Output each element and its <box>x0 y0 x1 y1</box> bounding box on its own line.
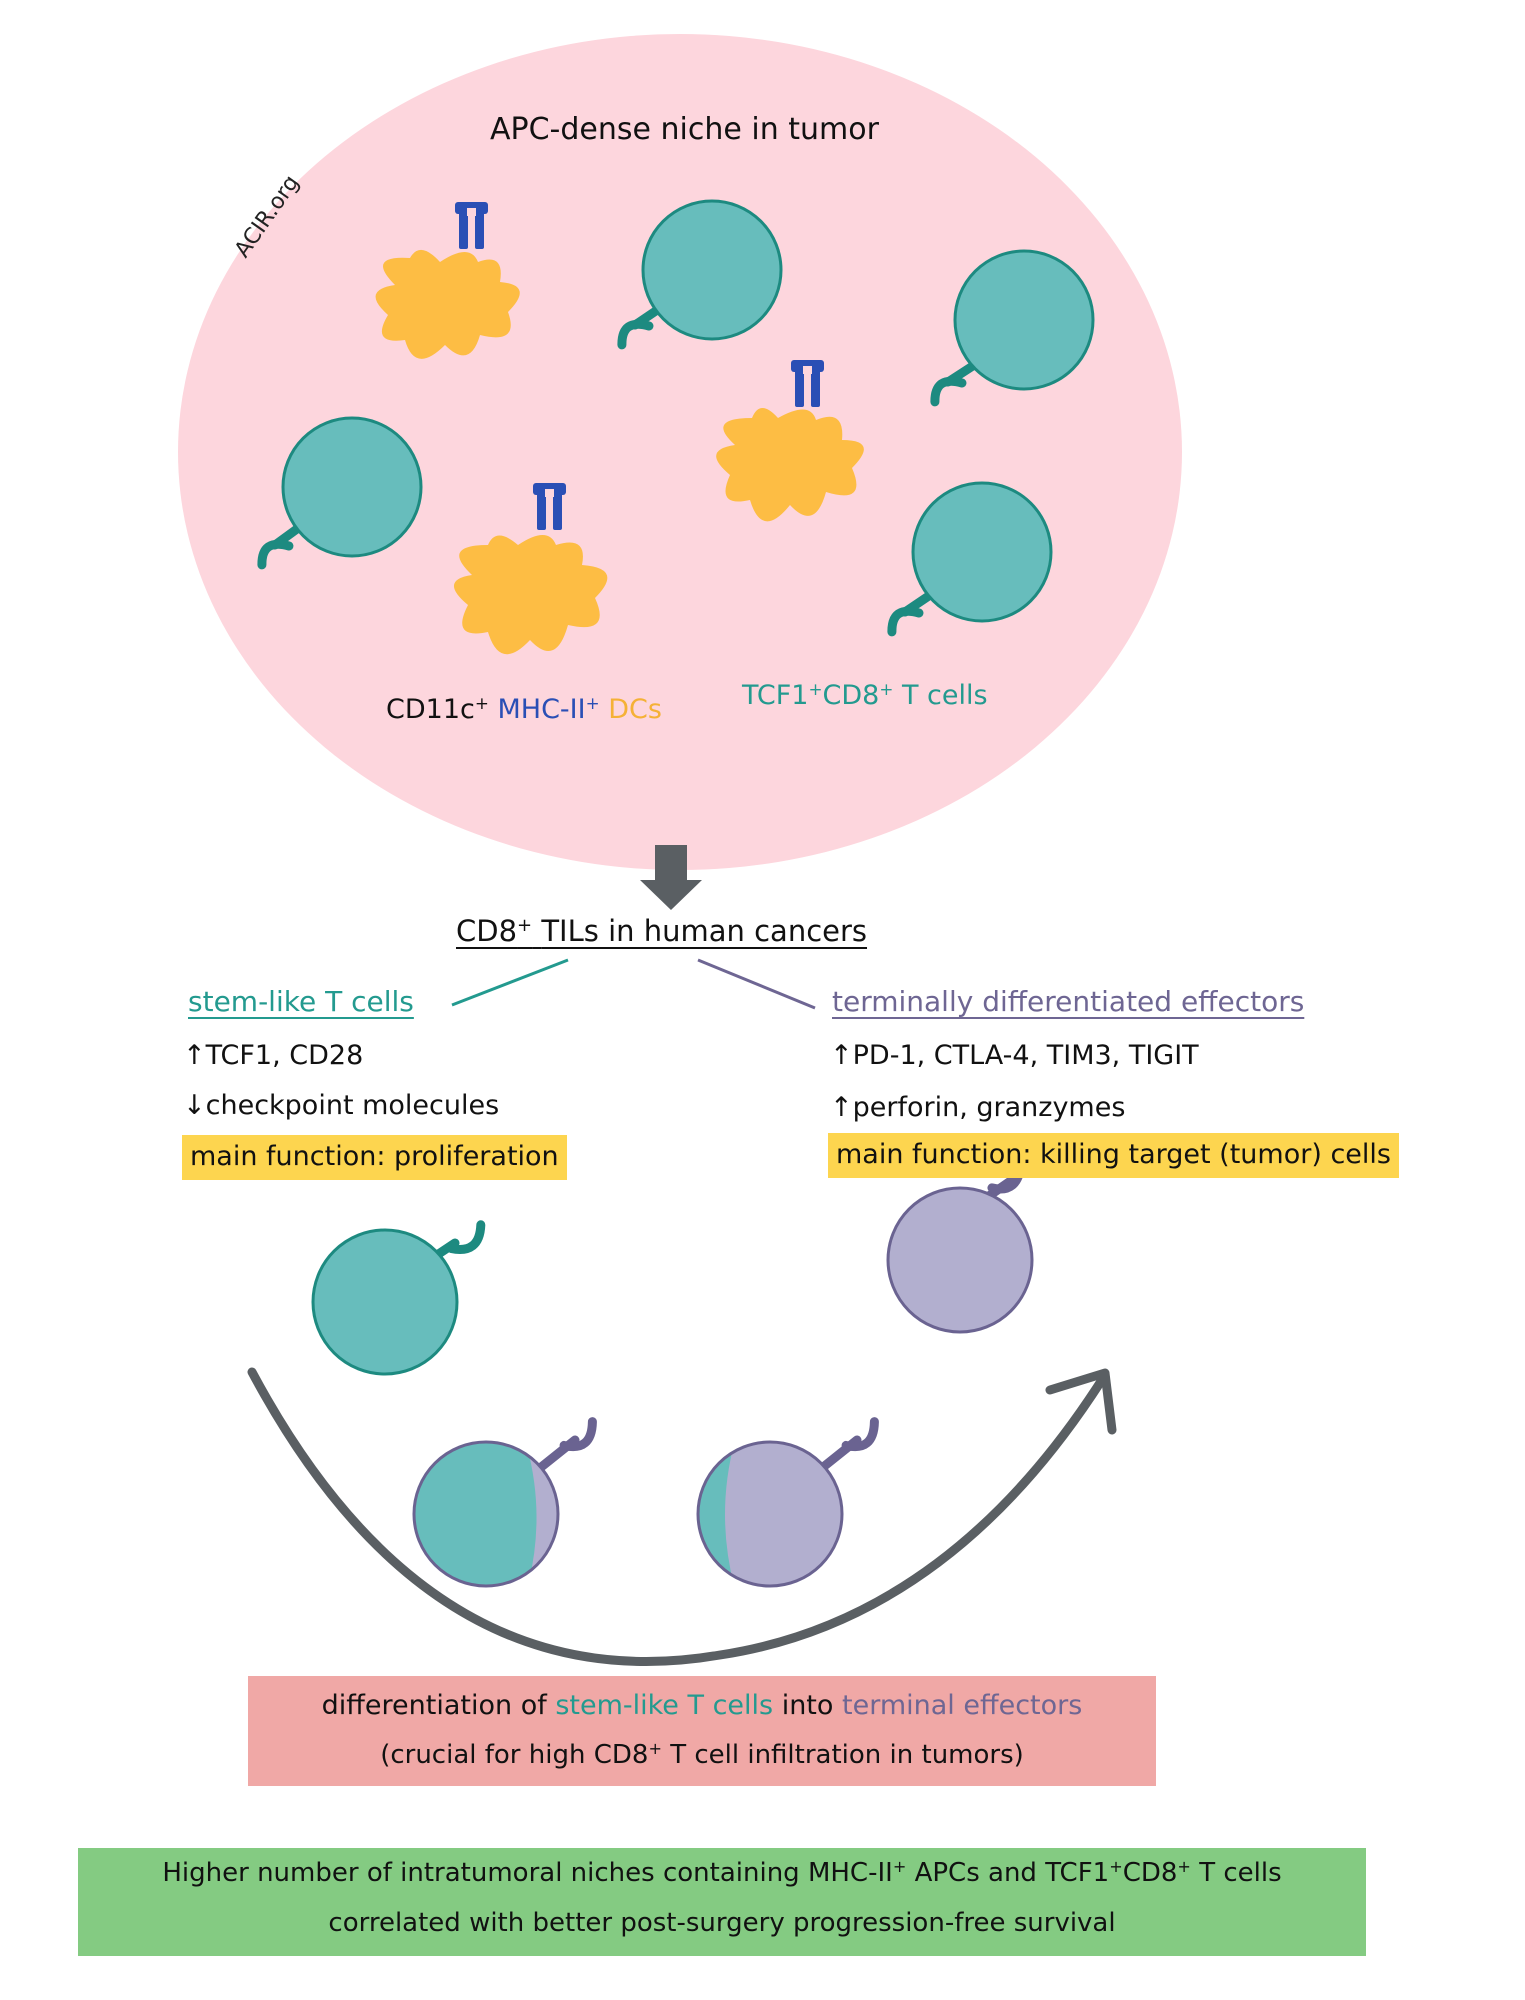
conclusion-text-c: CD8 <box>1122 1858 1178 1888</box>
differentiation-line-1: differentiation of stem-like T cells int… <box>248 1690 1156 1721</box>
conclusion-box-bg <box>78 1848 1366 1956</box>
dc-label-dcs: DCs <box>608 694 662 725</box>
tils-title-rest: TILs in human cancers <box>541 914 868 948</box>
transitioning-t-cell <box>412 1417 597 1588</box>
down-arrow-icon <box>640 845 702 910</box>
tumor-niche <box>178 34 1182 870</box>
conclusion-text-b: APCs and TCF1 <box>914 1858 1110 1888</box>
tcell-label-tcf1: TCF1 <box>742 680 809 711</box>
dendritic-cell <box>716 360 864 522</box>
branch-line-effector <box>697 958 816 1010</box>
diff-text-stem: stem-like T cells <box>555 1690 774 1721</box>
sup: + <box>648 1739 662 1759</box>
dendritic-cell <box>453 483 608 655</box>
dc-label-cd11c: CD11c <box>386 694 475 725</box>
sup: + <box>892 1857 907 1877</box>
t-cell <box>257 416 423 570</box>
stem-line-2: ↓checkpoint molecules <box>183 1090 500 1121</box>
tils-title-cd8: CD8 <box>456 914 518 948</box>
transitioning-t-cell <box>696 1417 879 1588</box>
effector-heading: terminally differentiated effectors <box>832 985 1305 1018</box>
effector-function: main function: killing target (tumor) ce… <box>828 1133 1399 1178</box>
stem-line-1: ↑TCF1, CD28 <box>183 1040 364 1071</box>
t-cell <box>930 249 1095 407</box>
stem-function: main function: proliferation <box>182 1135 567 1180</box>
sup: + <box>1109 1857 1123 1877</box>
diff-text-crucial: (crucial for high CD8 <box>380 1740 649 1770</box>
differentiation-line-2: (crucial for high CD8+ T cell infiltrati… <box>248 1740 1156 1770</box>
tcell-label-cd8: CD8 <box>822 680 880 711</box>
conclusion-line-2: correlated with better post-surgery prog… <box>328 1908 1116 1938</box>
dendritic-cell <box>375 202 520 359</box>
effector-t-cell <box>886 1158 1034 1334</box>
conclusion-line-1: Higher number of intratumoral niches con… <box>78 1858 1366 1888</box>
differentiation-box-bg <box>248 1676 1156 1786</box>
sup: + <box>879 678 894 699</box>
branch-line-stem <box>451 958 569 1007</box>
diff-text-infiltration: T cell infiltration in tumors) <box>670 1740 1024 1770</box>
tcell-label: TCF1+CD8+ T cells <box>742 680 988 711</box>
diff-text-into: into <box>781 1690 834 1721</box>
tils-title: CD8+ TILs in human cancers <box>456 914 867 948</box>
conclusion-text-d: T cells <box>1199 1858 1282 1888</box>
differentiation-arrow <box>247 1367 1110 1666</box>
sup: + <box>1177 1857 1191 1877</box>
conclusion-text-a: Higher number of intratumoral niches con… <box>162 1858 893 1888</box>
stem-like-t-cell <box>311 1220 486 1376</box>
arrowhead-icon <box>1045 1368 1117 1435</box>
effector-line-1: ↑PD-1, CTLA-4, TIM3, TIGIT <box>830 1040 1199 1071</box>
diff-text-a: differentiation of <box>321 1690 547 1721</box>
t-cell <box>617 199 783 350</box>
diff-text-terminal: terminal effectors <box>842 1690 1083 1721</box>
sup: + <box>517 915 533 937</box>
niche-title: APC-dense niche in tumor <box>490 112 879 147</box>
stem-heading: stem-like T cells <box>188 985 414 1018</box>
tcell-label-tcells: T cells <box>901 680 988 711</box>
sup: + <box>474 692 489 713</box>
sup: + <box>808 678 823 699</box>
effector-line-2: ↑perforin, granzymes <box>830 1092 1126 1123</box>
dc-label-mhc: MHC-II <box>497 694 586 725</box>
dc-label: CD11c+ MHC-II+ DCs <box>386 694 662 725</box>
t-cell <box>887 481 1053 637</box>
sup: + <box>585 692 600 713</box>
